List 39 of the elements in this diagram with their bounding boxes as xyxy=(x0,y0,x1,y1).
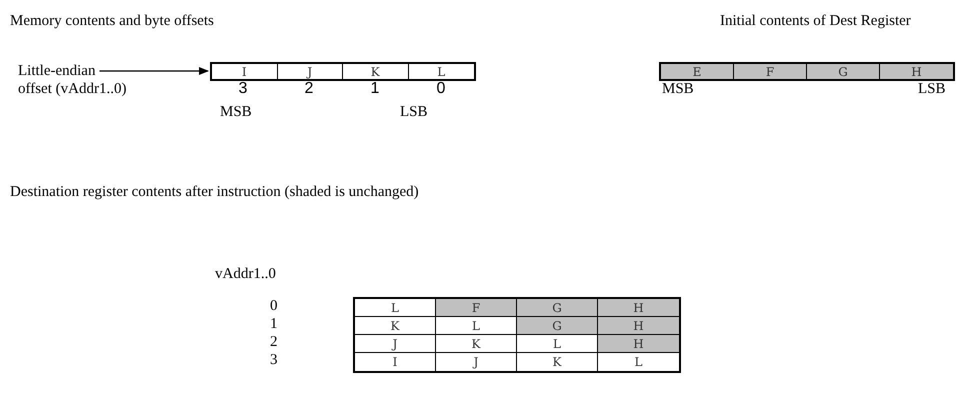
row-label: 2 xyxy=(270,333,278,351)
byte-cell: E xyxy=(661,64,734,79)
heading: Destination register contents after instruction (shaded is unchanged) xyxy=(10,183,419,201)
byte-cell: L xyxy=(355,299,436,317)
register-box xyxy=(659,62,955,81)
axis-label: offset (vAddr1..0) xyxy=(18,80,126,98)
arrow xyxy=(99,67,209,75)
byte-cell: H xyxy=(598,299,679,317)
byte-cell: F xyxy=(436,299,517,317)
offset-number: 1 xyxy=(370,80,380,98)
byte-cell: H xyxy=(598,317,679,335)
byte-cell: H xyxy=(598,335,679,353)
offset-number: 0 xyxy=(436,80,446,98)
row-label: 3 xyxy=(270,351,278,369)
byte-order-label: LSB xyxy=(918,80,946,98)
heading: Initial contents of Dest Register xyxy=(720,12,911,30)
offset-number: 2 xyxy=(304,80,314,98)
byte-cell: J xyxy=(278,64,343,79)
byte-order-label: MSB xyxy=(220,103,252,121)
byte-cell: G xyxy=(517,317,598,335)
byte-cell: H xyxy=(880,64,953,79)
byte-cell: J xyxy=(355,335,436,353)
heading: Memory contents and byte offsets xyxy=(10,12,214,30)
byte-cell: K xyxy=(355,317,436,335)
byte-cell: G xyxy=(517,299,598,317)
memory-word-box xyxy=(210,62,476,81)
byte-cell: L xyxy=(517,335,598,353)
axis-label: vAddr1..0 xyxy=(215,265,276,283)
byte-order-label: Little-endian xyxy=(18,62,96,80)
row-label: 1 xyxy=(270,315,278,333)
result-table xyxy=(353,297,681,373)
byte-cell: K xyxy=(436,335,517,353)
byte-order-label: MSB xyxy=(662,80,694,98)
byte-cell: L xyxy=(436,317,517,335)
row-label: 0 xyxy=(270,297,278,315)
byte-cell: F xyxy=(734,64,807,79)
byte-cell: G xyxy=(807,64,880,79)
offset-number: 3 xyxy=(238,80,248,98)
byte-order-label: LSB xyxy=(400,103,428,121)
